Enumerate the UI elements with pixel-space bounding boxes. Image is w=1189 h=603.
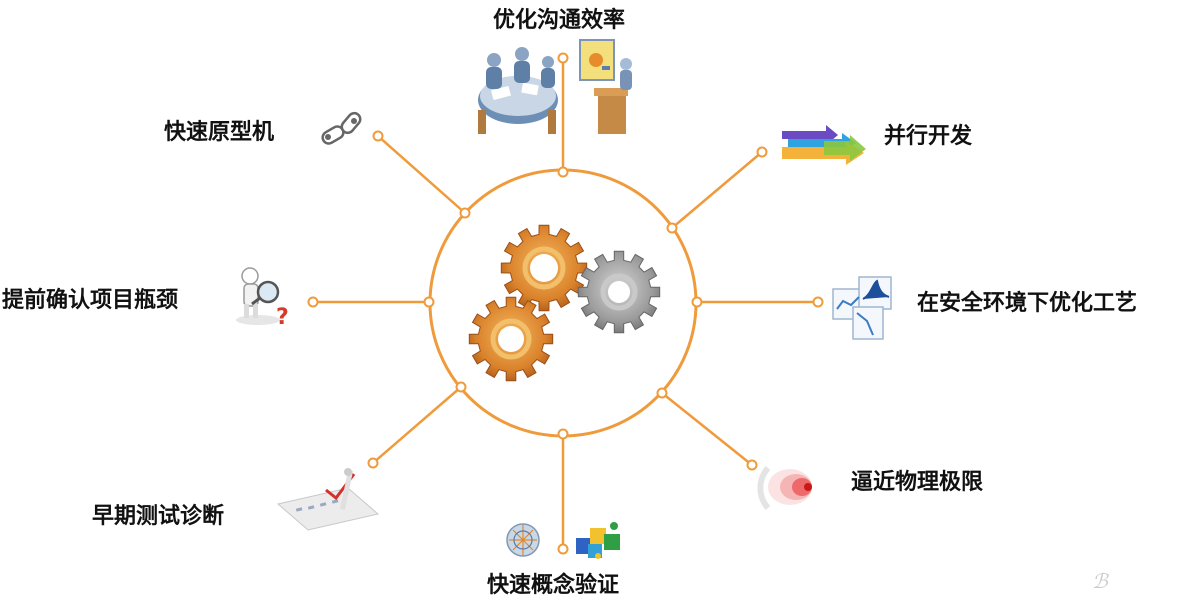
node-label-optimize-communication: 优化沟通效率 (493, 8, 626, 33)
connector-lines (313, 58, 818, 549)
node-label-approach-physical-limit: 逼近物理极限 (851, 470, 984, 495)
node-label-identify-bottleneck-early: 提前确认项目瓶颈 (2, 288, 179, 313)
globe-icon (506, 523, 540, 557)
watermark-logo: ℬ (1092, 569, 1109, 593)
charts-icon (832, 276, 892, 340)
node-label-parallel-development: 并行开发 (884, 124, 973, 149)
node-label-quick-concept-validation: 快速概念验证 (487, 573, 620, 598)
meeting-presentation-icon (478, 39, 632, 134)
gray-gear (577, 250, 661, 334)
checklist-icon (276, 468, 380, 531)
junction-dots (307, 52, 824, 555)
chain-link-icon (321, 111, 362, 145)
spoke-top-left (377, 135, 466, 214)
parallel-arrows-icon (782, 125, 866, 165)
spoke-top-right (671, 151, 763, 229)
node-label-optimize-process-safely: 在安全环境下优化工艺 (917, 291, 1138, 316)
svg-text:?: ? (276, 305, 289, 330)
orange-gear-top (500, 224, 588, 312)
magnifier-question-icon: ? (236, 267, 289, 330)
target-icon (757, 466, 812, 510)
orange-gear-bottom (468, 296, 554, 382)
node-label-early-test-diagnosis: 早期测试诊断 (92, 504, 225, 529)
spoke-bottom-right (661, 392, 753, 466)
spoke-bottom-left (372, 386, 462, 464)
node-label-rapid-prototyping: 快速原型机 (164, 120, 275, 145)
gears-icon (468, 224, 661, 382)
puzzle-icon (576, 522, 620, 559)
